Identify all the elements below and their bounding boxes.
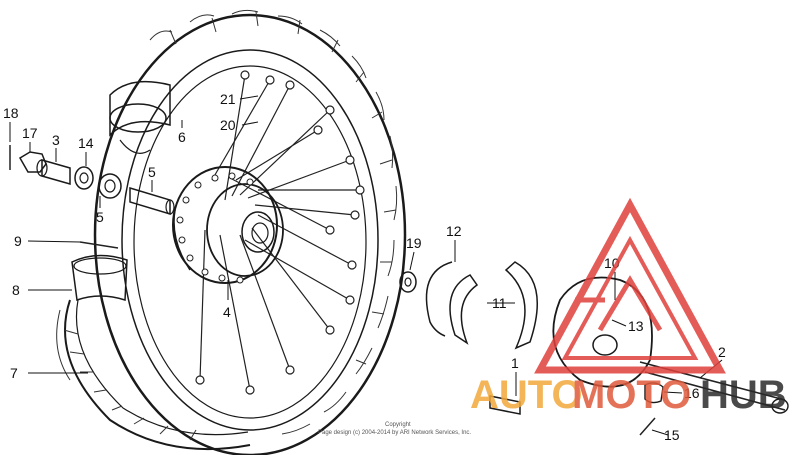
part-label-9: 9	[14, 233, 22, 249]
part-label-15: 15	[664, 427, 680, 443]
part-label-21: 21	[220, 91, 236, 107]
tube-drawing	[109, 80, 171, 154]
part-label-5b: 5	[148, 164, 156, 180]
copyright-line-1: Copyright	[385, 422, 411, 428]
part-label-12: 12	[446, 223, 462, 239]
part-labels: 1 2 3 4 5 5 6 7 8 9 10 11 12 13 14 15 16…	[3, 91, 726, 443]
part-label-14: 14	[78, 135, 94, 151]
part-label-11: 11	[492, 295, 507, 311]
copyright-notice: Copyright Page design (c) 2004-2014 by A…	[318, 422, 471, 436]
tire-drawing	[56, 9, 407, 455]
hub-drawing	[172, 166, 284, 284]
part-label-19: 19	[406, 235, 422, 251]
part-label-1: 1	[511, 355, 519, 371]
part-label-3: 3	[52, 132, 60, 148]
part-label-17: 17	[22, 125, 38, 141]
part-label-13: 13	[628, 318, 644, 334]
watermark-brand-moto: MOTO	[572, 373, 691, 417]
part-label-7: 7	[10, 365, 18, 381]
part-label-20: 20	[220, 117, 236, 133]
brake-parts-drawing	[399, 261, 789, 436]
part-label-18: 18	[3, 105, 19, 121]
part-label-2: 2	[718, 344, 726, 360]
watermark-brand-auto: AUTO	[470, 373, 583, 417]
part-label-6: 6	[178, 129, 186, 145]
automotohub-watermark: AUTO MOTO HUB	[470, 197, 787, 417]
left-parts-drawing	[9, 145, 175, 302]
part-label-4: 4	[223, 304, 231, 320]
leader-lines	[9, 95, 723, 436]
spokes-drawing	[199, 74, 360, 391]
copyright-line-2: Page design (c) 2004-2014 by ARI Network…	[318, 430, 471, 436]
part-label-16: 16	[684, 385, 700, 401]
part-label-8: 8	[12, 282, 20, 298]
watermark-brand-hub: HUB	[700, 373, 787, 417]
watermark-triangle-logo	[534, 197, 726, 374]
part-label-5a: 5	[96, 209, 104, 225]
spoke-nipples	[195, 70, 365, 395]
